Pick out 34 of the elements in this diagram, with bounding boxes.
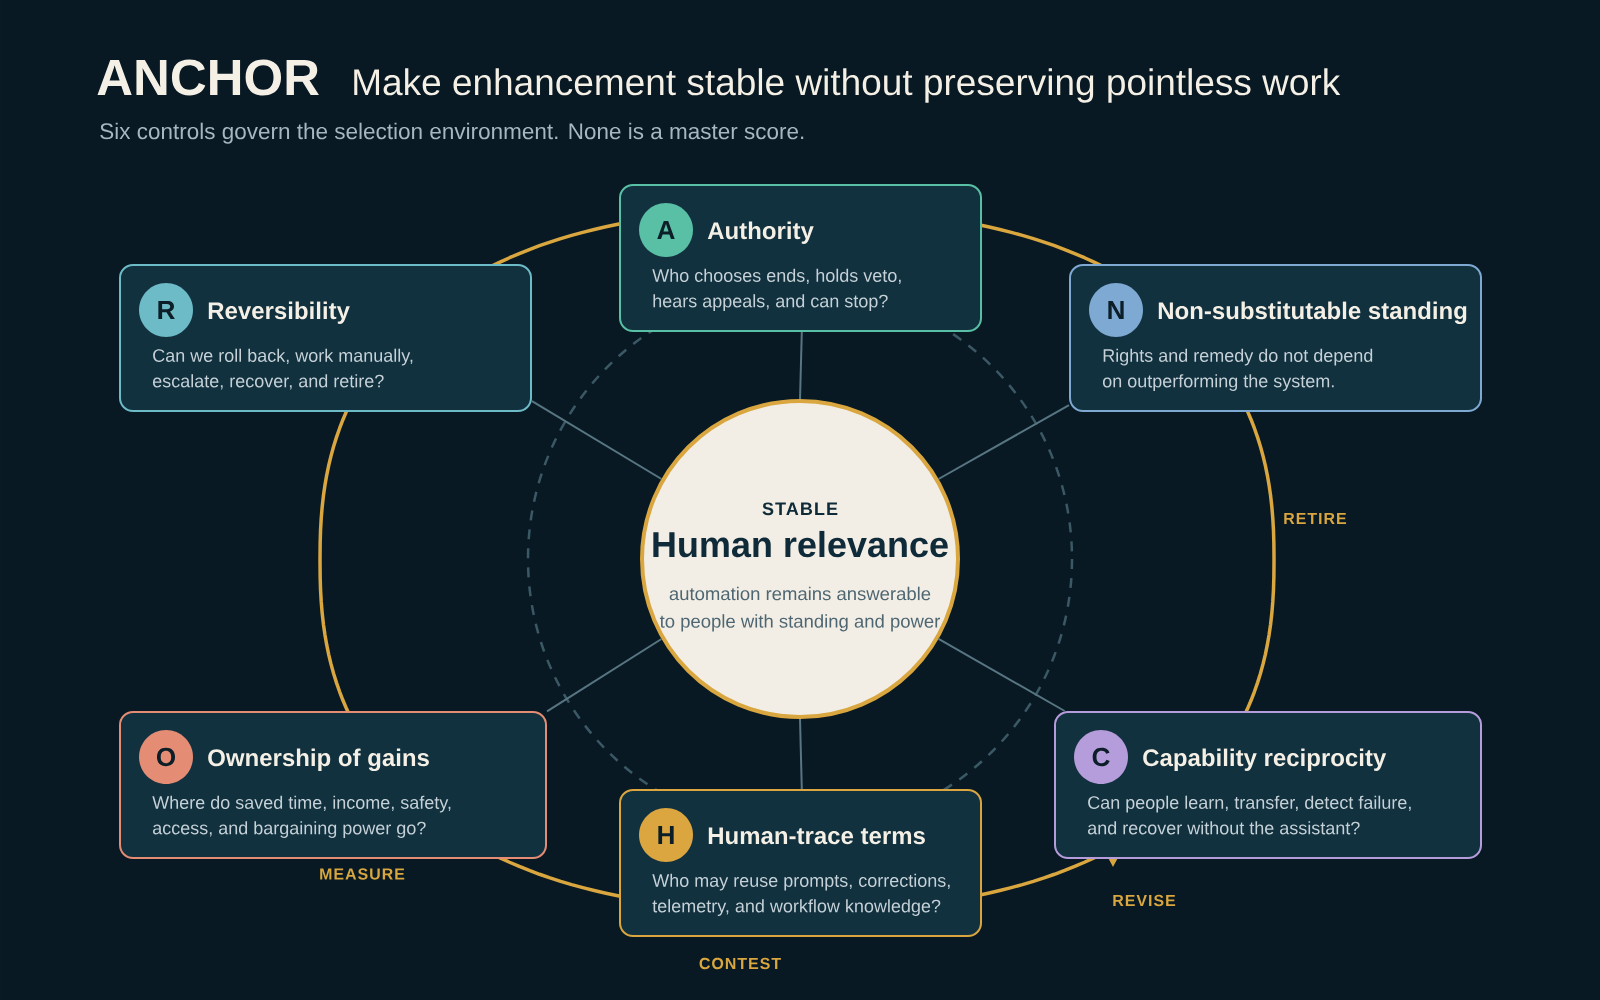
spoke-line (546, 638, 663, 713)
tagline: Make enhancement stable without preserving pointless work (354, 68, 1341, 103)
card-description: Can we roll back, work manually, escalate, recover, and retire? (153, 348, 413, 390)
spoke-line (799, 718, 803, 790)
card-description: Can people learn, transfer, detect failure, and recover without the assistant? (1088, 795, 1411, 835)
spoke-line (531, 400, 663, 480)
letter-badge: A (639, 203, 693, 257)
card-description: Rights and remedy do not depend on outperforming the system. (1102, 348, 1373, 391)
stage-label: MEASURE (320, 868, 405, 880)
stage-label: REVISE (1113, 894, 1176, 907)
hub-kicker: STABLE (762, 502, 838, 516)
card-heading: Reversibility (208, 301, 350, 324)
subheading: Six controls govern the selection environment. None is a master score. (100, 122, 804, 144)
card-heading: Non-substitutable standing (1158, 301, 1467, 325)
letter-badge: O (139, 730, 193, 784)
letter-badge: R (139, 283, 193, 337)
stage-label: CONTEST (699, 957, 781, 970)
title: ANCHOR (97, 59, 319, 96)
letter-badge: C (1074, 730, 1128, 784)
stage-label: RETIRE (1284, 513, 1347, 524)
card-heading: Human-trace terms (708, 827, 925, 845)
hub-description: automation remains answerable to people with standing and power (659, 586, 941, 632)
spoke-line (937, 404, 1070, 480)
letter-badge: N (1089, 283, 1143, 337)
spoke-line (799, 331, 803, 400)
letter-badge: H (639, 808, 693, 862)
spoke-line (937, 638, 1066, 712)
hub-heading: Human relevance (653, 530, 948, 558)
card-heading: Authority (707, 221, 814, 244)
card-description: Who may reuse prompts, corrections, telemetry, and workflow knowledge? (652, 873, 950, 916)
card-heading: Ownership of gains (208, 748, 429, 772)
card-description: Who chooses ends, holds veto, hears appeals, and can stop? (652, 268, 901, 311)
card-description: Where do saved time, income, safety, access, and bargaining power go? (152, 795, 451, 838)
card-heading: Capability reciprocity (1143, 748, 1387, 771)
